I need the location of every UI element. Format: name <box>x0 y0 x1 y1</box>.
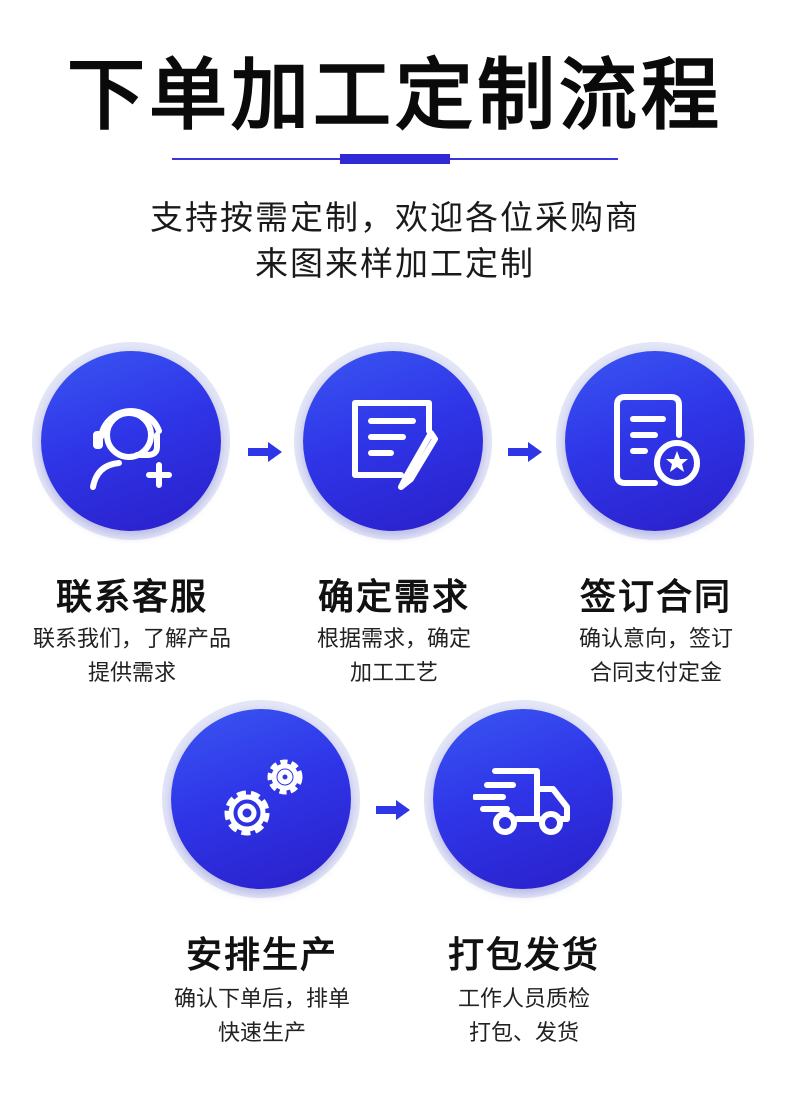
step-2-icon-disc <box>303 351 483 531</box>
arrow-right-icon <box>508 442 542 462</box>
customer-service-headset-icon <box>90 408 172 490</box>
step-1-title: 联系客服 <box>55 577 208 618</box>
step-4-desc-line-1: 确认下单后，排单 <box>173 987 350 1012</box>
arrow-right-icon <box>376 800 410 820</box>
subtitle-line-1: 支持按需定制，欢迎各位采购商 <box>150 198 640 237</box>
page-title: 下单加工定制流程 <box>66 51 723 141</box>
document-edit-icon <box>352 400 438 490</box>
step-5-icon-disc <box>433 709 613 889</box>
step-3-title: 签订合同 <box>579 577 732 618</box>
step-5-desc-line-1: 工作人员质检 <box>457 987 590 1012</box>
step-2-icon-halo <box>294 342 492 540</box>
step-3-desc-line-1: 确认意向，签订 <box>578 627 733 652</box>
step-2-title: 确定需求 <box>317 577 470 618</box>
step-4-icon-disc <box>171 709 351 889</box>
arrow-right-icon <box>248 442 282 462</box>
step-1-desc-line-2: 提供需求 <box>87 661 176 686</box>
step-1-icon-disc <box>41 351 221 531</box>
step-2-desc-line-2: 加工工艺 <box>349 661 438 686</box>
title-underline-accent <box>340 154 450 164</box>
step-4-icon-halo <box>162 700 360 898</box>
step-5-desc-line-2: 打包、发货 <box>468 1021 579 1046</box>
step-2-desc-line-1: 根据需求，确定 <box>316 627 471 652</box>
step-4-title: 安排生产 <box>185 935 338 976</box>
step-5-title: 打包发货 <box>447 935 600 976</box>
delivery-truck-icon <box>473 768 570 835</box>
contract-seal-icon <box>614 394 700 486</box>
step-1-desc-line-1: 联系我们，了解产品 <box>32 627 231 652</box>
step-3-desc-line-2: 合同支付定金 <box>589 661 722 686</box>
step-3-icon-halo <box>556 342 754 540</box>
gears-icon <box>224 759 303 836</box>
step-5-icon-halo <box>424 700 622 898</box>
step-4-desc-line-2: 快速生产 <box>217 1021 306 1046</box>
subtitle-line-2: 来图来样加工定制 <box>255 244 535 283</box>
step-3-icon-disc <box>565 351 745 531</box>
step-1-icon-halo <box>32 342 230 540</box>
